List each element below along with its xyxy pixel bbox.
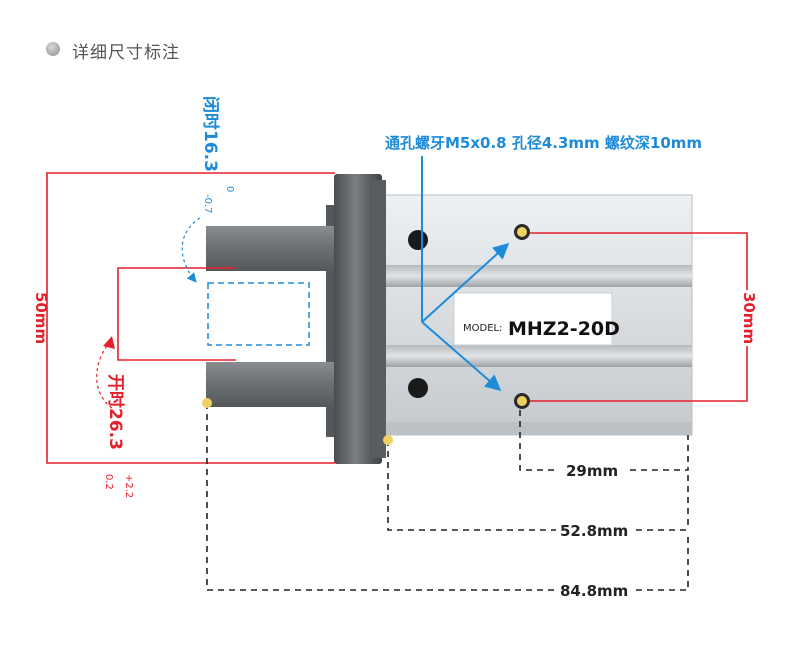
dim-84-label: 84.8mm: [560, 582, 628, 600]
closed-position-outline: [207, 282, 310, 346]
dim-hole-spacing-line: [530, 232, 748, 402]
model-label-prefix: MODEL:: [463, 323, 502, 334]
gripper-fingers: [206, 226, 334, 407]
black-dimension-lines: [206, 403, 689, 591]
finger-bottom: [206, 362, 334, 407]
end-plate: [326, 174, 386, 464]
model-label: MODEL: MHZ2-20D: [453, 292, 620, 346]
closed-dimension-label: 闭时16.3: [200, 96, 221, 172]
reference-point-plate: [383, 435, 393, 445]
thread-callout: 通孔螺牙M5x0.8 孔径4.3mm 螺纹深10mm: [385, 134, 702, 152]
callout-arrows: [421, 156, 510, 392]
open-dimension-label: 开时26.3: [105, 374, 125, 450]
dim-height-line: [46, 172, 335, 464]
section-header: 详细尺寸标注: [0, 0, 790, 96]
dim-29-label: 29mm: [566, 462, 618, 480]
body-groove-top: [380, 265, 692, 287]
port-hole-top: [408, 230, 428, 250]
dim-open-line: [117, 267, 236, 361]
closed-tolerance-lower: -0.7: [202, 194, 213, 214]
section-title: 详细尺寸标注: [72, 43, 180, 63]
open-tolerance-lower: 0.2: [103, 474, 114, 490]
open-arrow-head: [103, 336, 115, 349]
bullet-icon: [46, 42, 60, 56]
dim-height-label: 50mm: [32, 292, 50, 344]
body-groove-bottom: [380, 345, 692, 367]
dim-52-label: 52.8mm: [560, 522, 628, 540]
model-name: MHZ2-20D: [508, 318, 620, 340]
closed-arrow: [181, 217, 201, 283]
gripper-body: [379, 194, 693, 436]
reference-point-finger: [202, 398, 212, 408]
finger-top: [206, 226, 334, 271]
port-hole-bottom: [408, 378, 428, 398]
open-arrow: [96, 341, 113, 409]
red-dimension-lines: [46, 172, 748, 464]
closed-tolerance-upper: 0: [224, 186, 235, 192]
dim-hole-spacing-label: 30mm: [740, 292, 758, 344]
open-tolerance-upper: +2.2: [123, 474, 134, 498]
